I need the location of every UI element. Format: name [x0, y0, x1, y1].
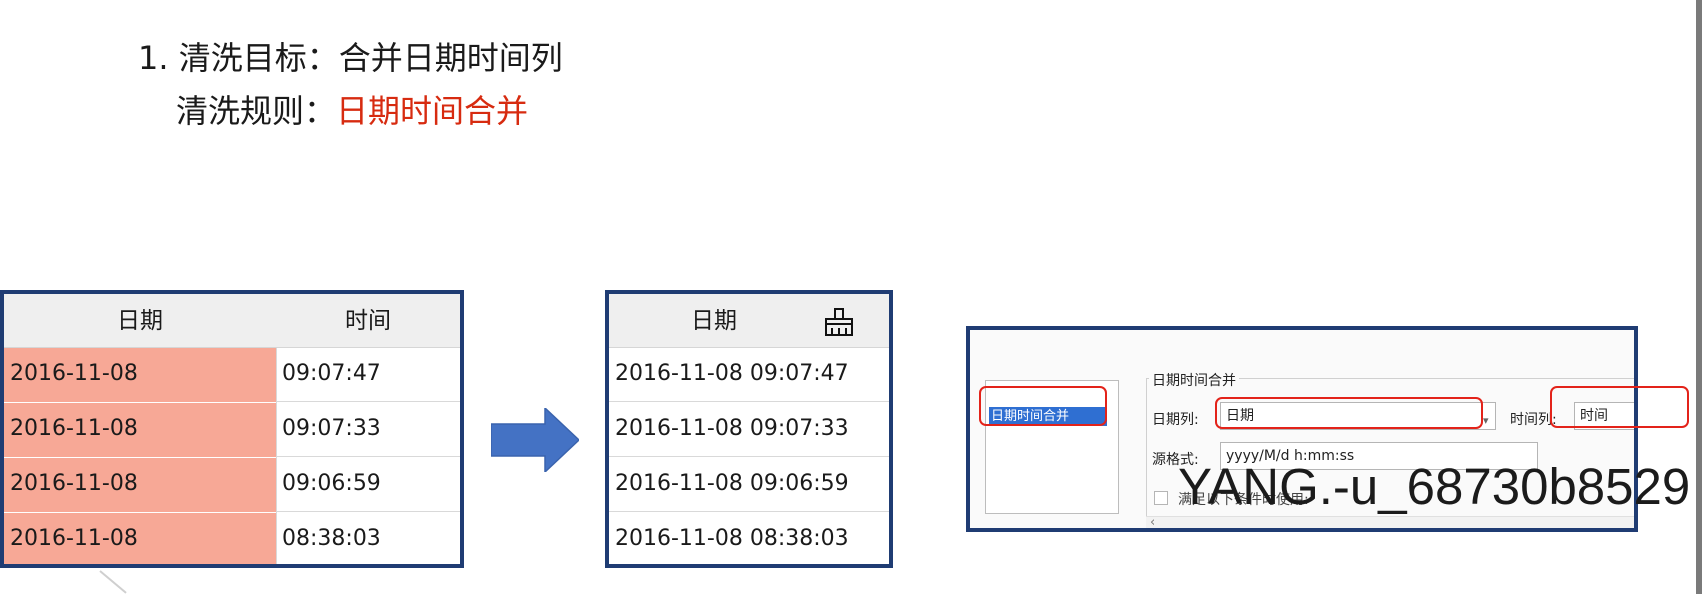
scroll-left-icon[interactable]: ‹	[1150, 515, 1156, 530]
slide-edge	[1696, 0, 1702, 594]
datetime-cell: 2016-11-08 08:38:03	[615, 526, 849, 551]
date-cell: 2016-11-08	[4, 348, 276, 402]
highlight-method	[979, 386, 1107, 426]
table-row: 2016-11-08 08:38:03	[609, 513, 889, 564]
table-row: 2016-11-08 09:06:59	[4, 458, 460, 512]
source-format-label: 源格式:	[1152, 452, 1199, 468]
highlight-time-column	[1550, 386, 1689, 428]
datetime-cell: 2016-11-08 09:06:59	[615, 471, 849, 496]
column-header-time: 时间	[345, 308, 391, 334]
highlight-date-column	[1215, 397, 1483, 429]
column-header-date: 日期	[117, 308, 163, 334]
table-row: 2016-11-08 09:07:47	[609, 348, 889, 402]
group-title: 日期时间合并	[1149, 370, 1239, 390]
table-header: 日期	[609, 294, 889, 348]
date-column-select[interactable]: 日期	[1220, 402, 1496, 430]
time-cell: 09:07:33	[282, 416, 381, 441]
method-listbox[interactable]: 日期时间合并	[985, 380, 1119, 514]
cleaning-rule-line: 清洗规则：日期时间合并	[176, 86, 528, 132]
datetime-cell: 2016-11-08 09:07:47	[615, 361, 849, 386]
watermark-text: YANG.-u_68730b8529	[1178, 458, 1691, 515]
cleaning-rule-label: 清洗规则：	[176, 92, 337, 130]
condition-checkbox[interactable]	[1154, 491, 1168, 505]
time-cell: 09:06:59	[282, 471, 381, 496]
table-row: 2016-11-08 09:06:59	[609, 458, 889, 512]
date-cell: 2016-11-08	[4, 513, 276, 564]
right-arrow-icon	[491, 408, 579, 472]
table-header: 日期 时间	[4, 294, 460, 348]
table-row: 2016-11-08 09:07:33	[609, 403, 889, 457]
cleaning-goal-text: 1. 清洗目标：合并日期时间列	[138, 39, 563, 77]
source-format-input[interactable]: yyyy/M/d h:mm:ss	[1220, 442, 1538, 470]
date-cell: 2016-11-08	[4, 458, 276, 512]
table-row: 2016-11-08 08:38:03	[4, 513, 460, 564]
table-row: 2016-11-08 09:07:33	[4, 403, 460, 457]
brush-icon[interactable]	[821, 307, 857, 337]
time-cell: 08:38:03	[282, 526, 381, 551]
column-header-datetime: 日期	[691, 308, 737, 334]
date-column-label: 日期列:	[1152, 412, 1199, 428]
horizontal-scrollbar[interactable]: ‹	[1146, 515, 1634, 530]
settings-groupbox	[1146, 378, 1634, 528]
chevron-down-icon[interactable]: ▾	[1483, 414, 1489, 427]
time-column-select[interactable]: 时间	[1574, 402, 1634, 430]
date-cell: 2016-11-08	[4, 403, 276, 457]
decorative-line	[99, 570, 127, 594]
method-list-item[interactable]: 日期时间合并	[989, 407, 1107, 426]
table-after: 日期 2016-11-08 09:07:47 2016-11-08 09:07:…	[605, 290, 893, 568]
datetime-cell: 2016-11-08 09:07:33	[615, 416, 849, 441]
merge-settings-dialog: 日期时间合并 日期时间合并 日期列: 日期 ▾ 时间列: 时间 源格式: yyy…	[966, 326, 1638, 532]
column-divider	[276, 348, 277, 564]
condition-label: 满足以下条件时使用:	[1178, 492, 1309, 508]
time-cell: 09:07:47	[282, 361, 381, 386]
time-column-label: 时间列:	[1510, 412, 1557, 428]
table-row: 2016-11-08 09:07:47	[4, 348, 460, 402]
table-before: 日期 时间 2016-11-08 09:07:47 2016-11-08 09:…	[0, 290, 464, 568]
cleaning-rule-value: 日期时间合并	[336, 92, 529, 130]
